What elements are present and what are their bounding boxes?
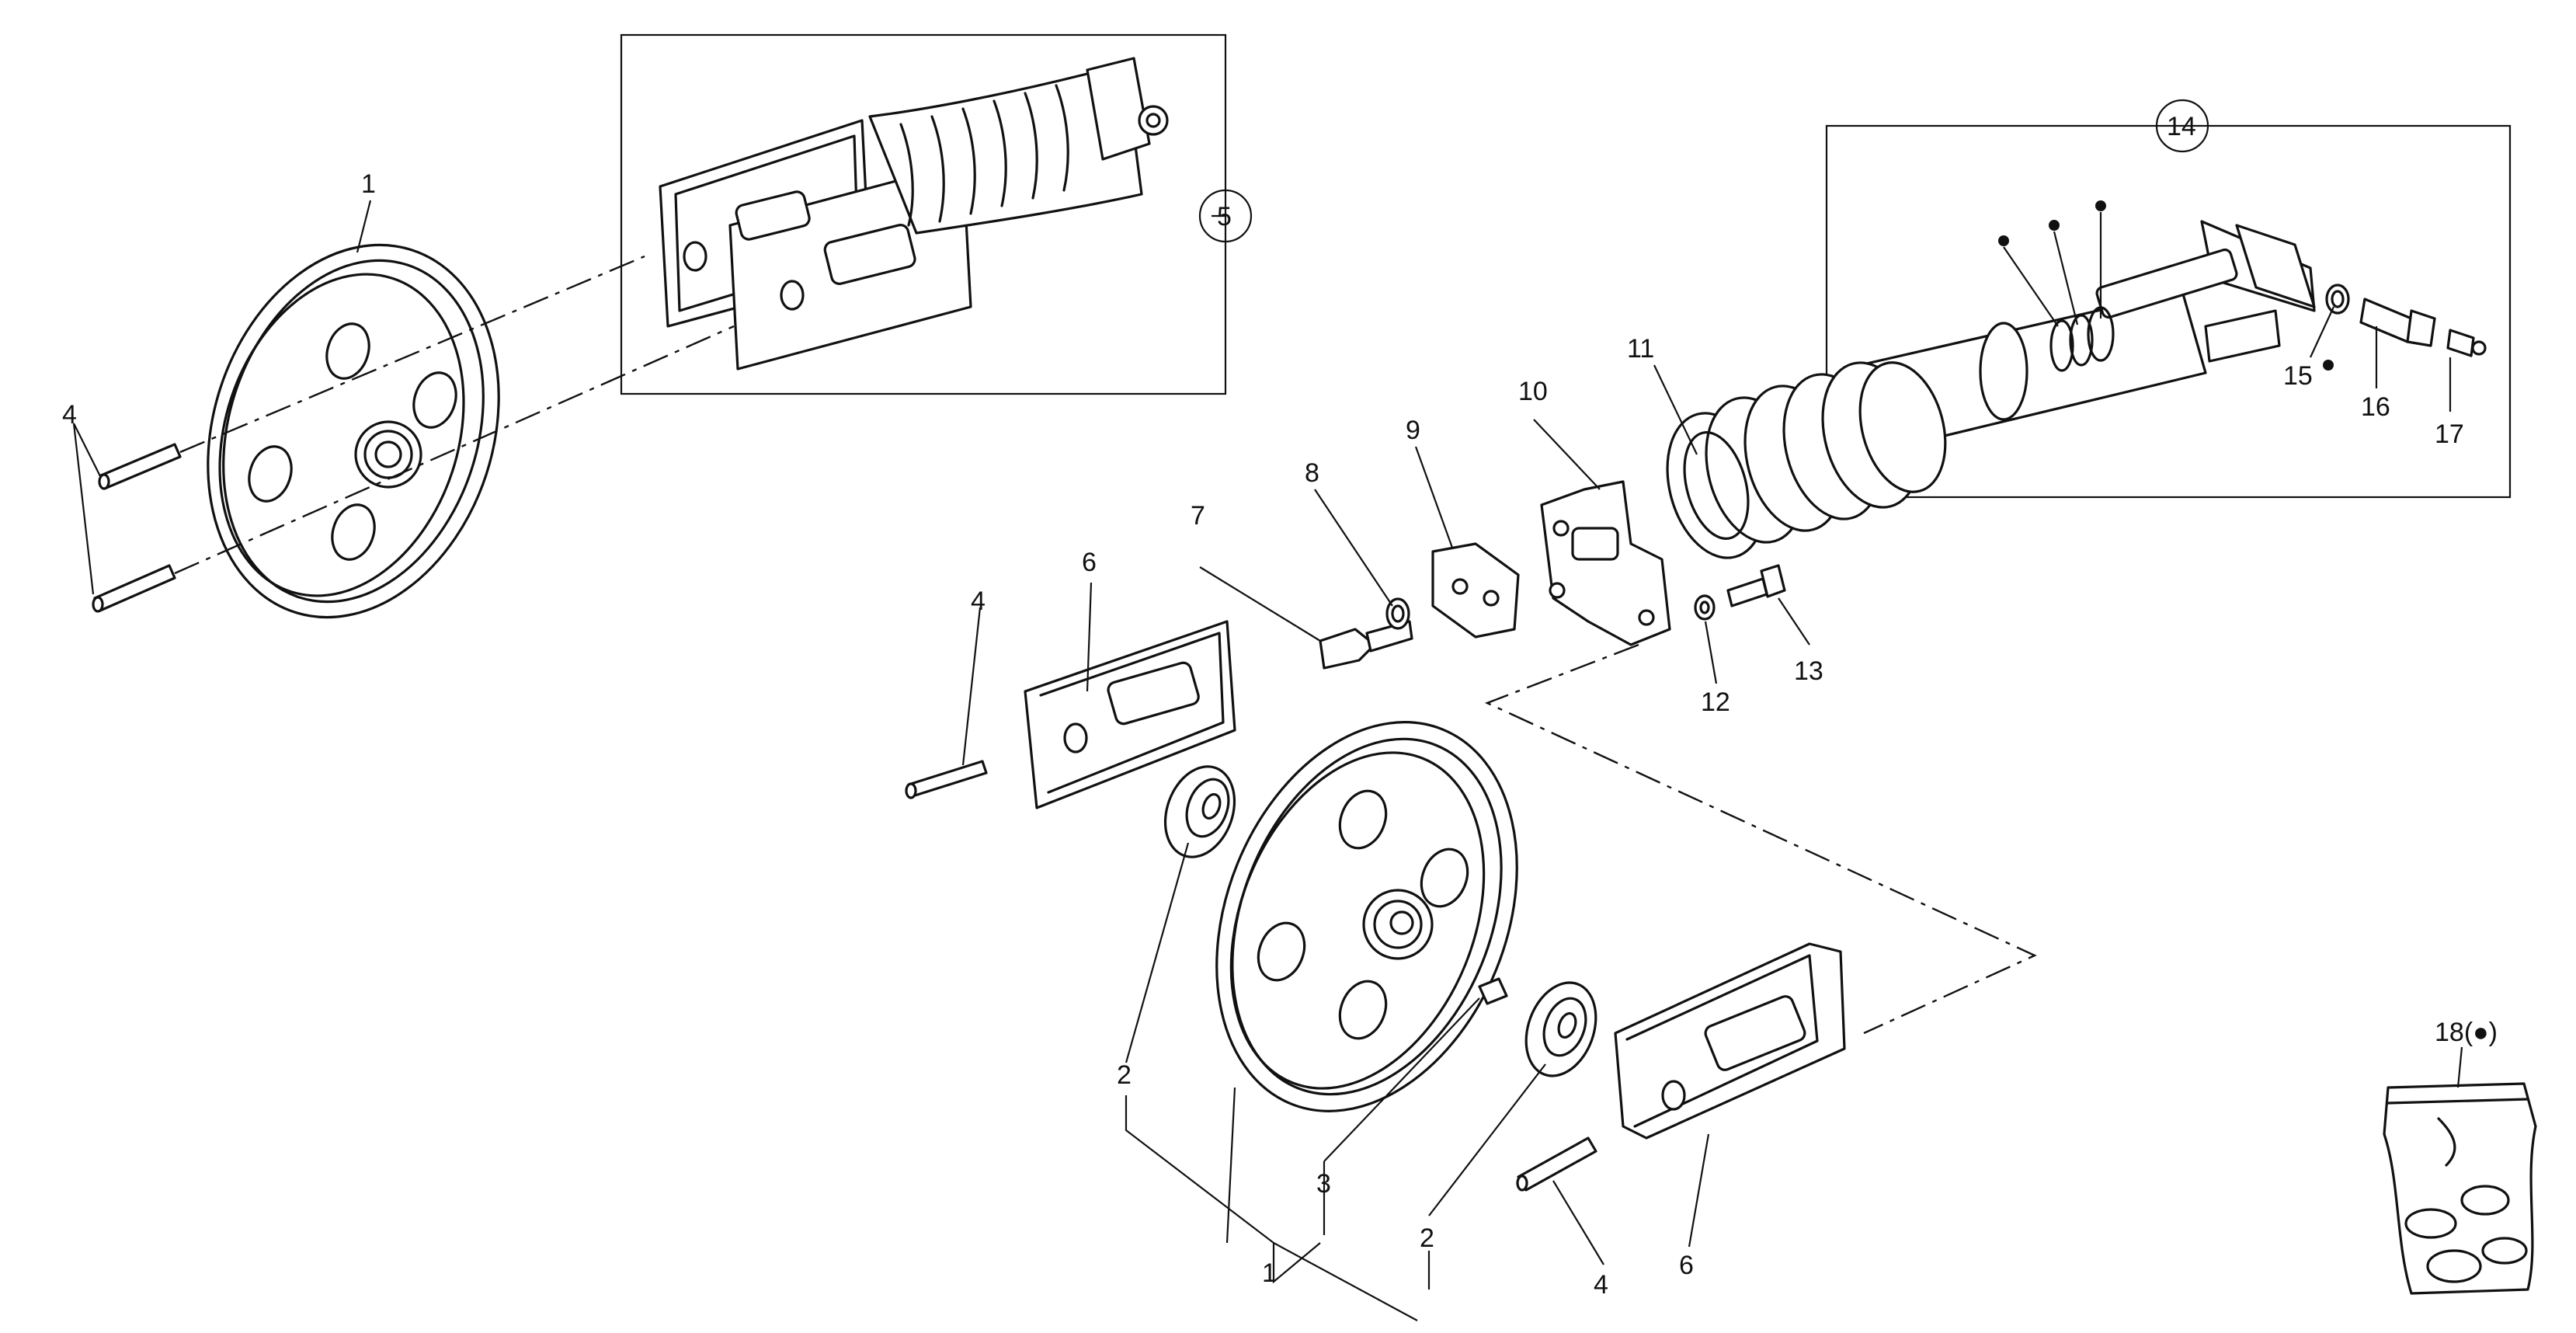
parts-bag-18 bbox=[2383, 1082, 2537, 1295]
washer-12 bbox=[1694, 594, 1716, 621]
bolt-13 bbox=[1726, 564, 1786, 607]
label-3: 3 bbox=[1316, 1169, 1331, 1199]
label-13: 13 bbox=[1794, 656, 1823, 686]
label-16: 16 bbox=[2361, 392, 2390, 422]
callout-circle-14 bbox=[2155, 99, 2209, 153]
valve-16 bbox=[2359, 298, 2436, 347]
label-14: 14 bbox=[2167, 112, 2196, 141]
bearing-lower bbox=[1524, 981, 1597, 1077]
label-7: 7 bbox=[1191, 501, 1205, 531]
bracket-10 bbox=[1540, 480, 1671, 646]
axis-line-upper-b bbox=[174, 325, 735, 575]
label-18: 18(●) bbox=[2435, 1018, 2498, 1047]
label-12: 12 bbox=[1701, 687, 1730, 717]
assembly-box-14 bbox=[1825, 124, 2512, 499]
label-2-left: 2 bbox=[1117, 1060, 1132, 1090]
label-4-middle: 4 bbox=[971, 586, 986, 616]
label-9: 9 bbox=[1406, 416, 1420, 445]
idler-wheel-upper bbox=[207, 243, 500, 619]
plate-9 bbox=[1431, 542, 1520, 639]
label-2-right: 2 bbox=[1420, 1223, 1434, 1253]
washer-15 bbox=[2325, 284, 2350, 315]
label-1-upper: 1 bbox=[361, 169, 376, 199]
label-1-lower: 1 bbox=[1262, 1258, 1277, 1288]
label-6-upper: 6 bbox=[1082, 548, 1097, 577]
assembly-box-5 bbox=[620, 33, 1227, 395]
plug-3 bbox=[1478, 977, 1508, 1005]
label-17: 17 bbox=[2435, 419, 2464, 449]
bearing-upper bbox=[1163, 765, 1236, 858]
axis-line-lower-a bbox=[1484, 643, 2037, 1035]
side-plate-lower bbox=[1614, 942, 1846, 1140]
label-4-upper: 4 bbox=[62, 400, 77, 430]
label-15: 15 bbox=[2283, 361, 2313, 391]
washer-8 bbox=[1385, 597, 1410, 630]
label-11: 11 bbox=[1627, 334, 1654, 364]
grease-nipple-17 bbox=[2446, 329, 2487, 357]
label-8: 8 bbox=[1305, 458, 1319, 488]
callout-circle-5 bbox=[1198, 189, 1253, 243]
axis-line-upper-a bbox=[179, 255, 645, 454]
idler-wheel-lower bbox=[1215, 721, 1518, 1112]
pin-upper-left-a bbox=[98, 443, 182, 490]
pin-middle-left bbox=[905, 760, 988, 799]
label-10: 10 bbox=[1518, 377, 1548, 406]
label-5: 5 bbox=[1217, 202, 1232, 231]
label-4-lower: 4 bbox=[1594, 1270, 1608, 1300]
side-plate-upper bbox=[1024, 620, 1236, 809]
pin-lower-right bbox=[1516, 1136, 1597, 1192]
pin-upper-left-b bbox=[92, 564, 176, 613]
tensioner-assembly bbox=[659, 57, 1169, 371]
label-6-lower: 6 bbox=[1679, 1251, 1694, 1280]
recoil-spring bbox=[1666, 361, 1947, 559]
